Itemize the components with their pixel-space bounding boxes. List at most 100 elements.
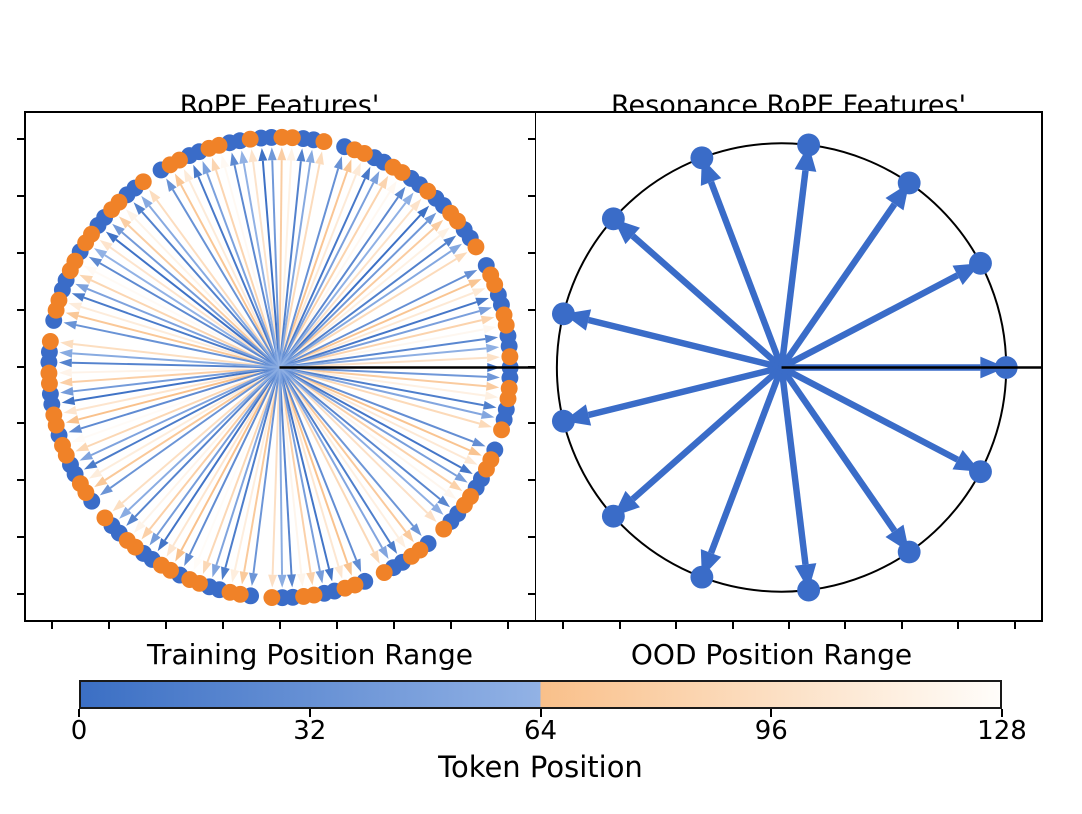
position-marker [134,173,152,191]
position-marker [969,251,992,275]
colorbar-tick-label: 32 [293,716,327,746]
colorbar-tick [78,709,80,717]
position-marker [336,579,354,597]
y-axis-tick [528,195,535,198]
x-axis-tick [108,622,111,629]
x-axis-tick [222,622,225,629]
y-axis-tick [528,308,535,311]
x-axis-tick [449,622,452,629]
x-axis-tick [788,622,790,629]
colorbar-tick-label: 64 [523,716,558,746]
colorbar-tick-label: 128 [977,716,1027,746]
position-marker [393,164,411,181]
colorbar-tick [539,709,542,717]
position-marker [355,145,373,162]
position-marker [601,504,625,528]
position-marker [263,589,281,606]
x-axis-tick [900,622,903,629]
rope-arrow-shafts [58,147,501,588]
x-axis-tick [618,622,621,629]
position-marker [419,182,437,200]
position-marker [152,556,170,574]
position-marker [690,146,714,170]
resonance-quiver-svg [551,133,1041,602]
plot-area-rope [24,111,536,622]
y-axis-tick [528,422,535,425]
position-marker [210,136,228,154]
y-axis-tick [17,195,24,198]
colorbar[interactable] [79,680,1002,709]
position-marker [83,225,100,243]
y-axis-tick [17,138,24,141]
y-axis-tick [528,138,535,141]
y-axis-tick [17,365,24,368]
position-marker [96,509,114,527]
x-axis-tick [731,622,734,629]
y-axis-tick [17,251,24,254]
colorbar-axis-label: Token Position [438,750,643,784]
y-axis-tick [17,308,24,311]
position-marker [435,520,453,538]
position-marker [71,475,89,493]
position-marker [110,193,128,211]
y-axis-tick [528,365,535,368]
y-axis-tick [17,535,24,538]
x-axis-tick [957,622,960,629]
resonance-position-markers [551,133,1018,602]
position-marker [54,437,71,454]
x-axis-tick [844,622,847,629]
y-axis-tick [528,479,535,482]
colorbar-tick-label: 0 [70,716,88,746]
position-marker [221,583,239,601]
y-axis-tick [528,535,535,538]
colorbar-tick [1001,709,1003,717]
position-marker [897,171,921,195]
position-marker [40,364,58,382]
position-marker [497,316,515,334]
colorbar-tick [770,709,773,717]
position-marker [403,547,420,565]
y-axis-tick [528,251,535,254]
position-marker [551,302,575,326]
x-axis-tick [1013,622,1016,629]
position-marker [969,460,992,484]
position-marker [499,390,517,408]
position-marker [486,276,504,294]
x-axis-tick [51,622,54,629]
position-marker [797,578,821,602]
position-marker [551,409,575,433]
x-axis-tick [675,622,678,629]
position-marker [455,496,473,514]
position-marker [897,540,921,564]
position-marker [493,421,510,439]
position-marker [241,130,259,148]
position-marker [375,564,393,582]
x-axis-tick [392,622,395,629]
position-marker [171,151,188,169]
position-marker [118,531,136,549]
position-marker [449,212,466,230]
y-axis-tick [17,479,24,482]
position-marker [797,133,821,157]
position-marker [315,133,333,151]
position-marker [283,129,301,147]
x-axis-tick [165,622,168,629]
y-axis-tick [528,592,535,595]
position-marker [41,333,59,350]
colorbar-ood-range-label: OOD Position Range [630,638,913,671]
x-axis-tick [562,622,565,629]
plot-area-resonance-rope [535,111,1043,622]
x-axis-tick [279,622,281,629]
y-axis-tick [17,592,24,595]
y-axis-tick [17,422,24,425]
rope-position-markers [40,128,519,607]
position-marker [467,238,485,256]
colorbar-gradient [81,682,1000,707]
colorbar-tick-label: 96 [754,716,788,746]
position-marker [66,252,84,270]
position-marker [45,406,63,424]
position-marker [690,565,714,589]
colorbar-training-range-label: Training Position Range [146,638,474,671]
colorbar-tick [308,709,311,717]
position-marker [295,587,313,605]
